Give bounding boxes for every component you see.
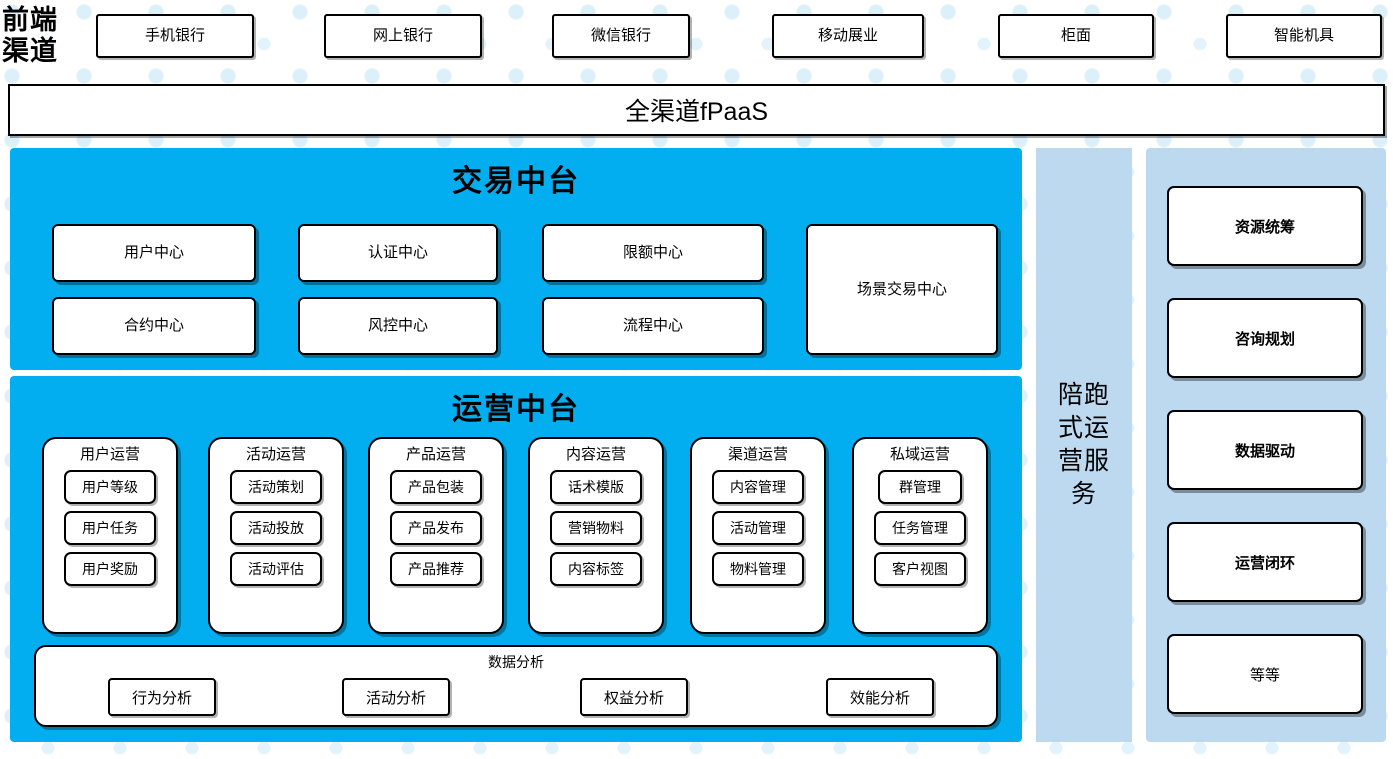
capability-card-4[interactable]: 运营闭环 — [1167, 522, 1363, 602]
ops-item-1-1[interactable]: 用户等级 — [64, 470, 156, 504]
ops-group-title: 产品运营 — [405, 446, 466, 463]
data-analysis-card: 数据分析 行为分析 活动分析 权益分析 效能分析 — [34, 645, 998, 727]
ops-item-5-3[interactable]: 物料管理 — [712, 552, 804, 586]
ops-group-2: 活动运营活动策划活动投放活动评估 — [208, 437, 344, 634]
front-channel-item-4[interactable]: 移动展业 — [772, 14, 924, 58]
capability-card-1[interactable]: 资源统筹 — [1167, 186, 1363, 266]
capability-card-5[interactable]: 等等 — [1167, 634, 1363, 714]
ops-item-4-1[interactable]: 话术模版 — [550, 470, 642, 504]
analysis-item-4[interactable]: 效能分析 — [826, 678, 934, 716]
fpaas-bar[interactable]: 全渠道fPaaS — [8, 84, 1385, 136]
front-channel-item-6[interactable]: 智能机具 — [1226, 14, 1382, 58]
ops-group-3: 产品运营产品包装产品发布产品推荐 — [368, 437, 504, 634]
ops-group-title: 渠道运营 — [727, 446, 788, 463]
ops-platform-title: 运营中台 — [452, 393, 580, 426]
ops-group-title: 活动运营 — [245, 446, 306, 463]
ops-item-6-1[interactable]: 群管理 — [878, 470, 962, 504]
front-channel-item-1[interactable]: 手机银行 — [96, 14, 254, 58]
ops-group-6: 私域运营群管理任务管理客户视图 — [852, 437, 988, 634]
trade-center-4[interactable]: 合约中心 — [52, 297, 256, 355]
front-channel-label-line2: 渠道 — [2, 36, 58, 66]
capability-panel: 资源统筹咨询规划数据驱动运营闭环等等 — [1146, 148, 1386, 742]
ops-item-1-3[interactable]: 用户奖励 — [64, 552, 156, 586]
analysis-item-1[interactable]: 行为分析 — [108, 678, 216, 716]
ops-group-5: 渠道运营内容管理活动管理物料管理 — [690, 437, 826, 634]
ops-group-title: 用户运营 — [79, 446, 140, 463]
ops-item-1-2[interactable]: 用户任务 — [64, 511, 156, 545]
analysis-item-3[interactable]: 权益分析 — [580, 678, 688, 716]
trade-center-2[interactable]: 认证中心 — [298, 224, 498, 282]
ops-group-title: 内容运营 — [565, 446, 626, 463]
data-analysis-title: 数据分析 — [488, 654, 544, 670]
front-channel-label: 前端 渠道 — [2, 2, 78, 70]
trade-center-5[interactable]: 风控中心 — [298, 297, 498, 355]
front-channel-label-line1: 前端 — [2, 5, 58, 35]
front-channel-item-5[interactable]: 柜面 — [998, 14, 1154, 58]
ops-item-6-2[interactable]: 任务管理 — [874, 511, 966, 545]
ops-item-4-2[interactable]: 营销物料 — [550, 511, 642, 545]
trade-center-3[interactable]: 限额中心 — [542, 224, 764, 282]
trade-platform-title: 交易中台 — [452, 165, 580, 198]
ops-item-5-2[interactable]: 活动管理 — [712, 511, 804, 545]
ops-item-2-2[interactable]: 活动投放 — [230, 511, 322, 545]
front-channel-item-2[interactable]: 网上银行 — [324, 14, 482, 58]
ops-item-5-1[interactable]: 内容管理 — [712, 470, 804, 504]
ops-item-2-3[interactable]: 活动评估 — [230, 552, 322, 586]
ops-item-4-3[interactable]: 内容标签 — [550, 552, 642, 586]
fpaas-label: 全渠道fPaaS — [624, 98, 769, 126]
accompanying-operation-service-column: 陪跑式运营服务 — [1036, 148, 1132, 742]
service-column-label: 陪跑式运营服务 — [1057, 381, 1110, 508]
trade-center-6[interactable]: 流程中心 — [542, 297, 764, 355]
ops-item-3-3[interactable]: 产品推荐 — [390, 552, 482, 586]
trade-platform-panel: 交易中台 用户中心认证中心限额中心合约中心风控中心流程中心场景交易中心 — [10, 148, 1022, 370]
capability-card-3[interactable]: 数据驱动 — [1167, 410, 1363, 490]
ops-item-6-3[interactable]: 客户视图 — [874, 552, 966, 586]
ops-group-title: 私域运营 — [889, 446, 950, 463]
front-channel-item-3[interactable]: 微信银行 — [552, 14, 690, 58]
capability-card-2[interactable]: 咨询规划 — [1167, 298, 1363, 378]
ops-item-3-1[interactable]: 产品包装 — [390, 470, 482, 504]
ops-group-4: 内容运营话术模版营销物料内容标签 — [528, 437, 664, 634]
trade-center-1[interactable]: 用户中心 — [52, 224, 256, 282]
ops-group-1: 用户运营用户等级用户任务用户奖励 — [42, 437, 178, 634]
trade-center-7[interactable]: 场景交易中心 — [806, 224, 998, 355]
ops-item-3-2[interactable]: 产品发布 — [390, 511, 482, 545]
analysis-item-2[interactable]: 活动分析 — [342, 678, 450, 716]
ops-item-2-1[interactable]: 活动策划 — [230, 470, 322, 504]
